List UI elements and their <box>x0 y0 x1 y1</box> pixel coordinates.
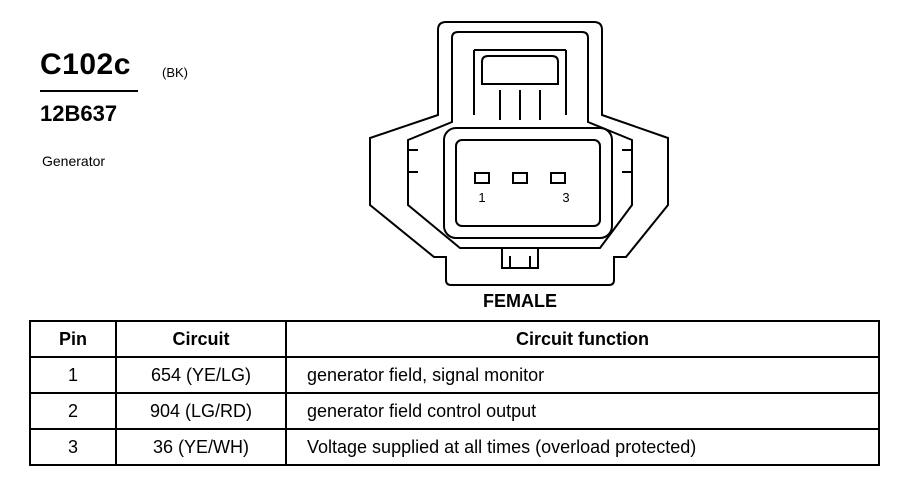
pin-1-terminal <box>474 172 490 184</box>
header-circuit-function: Circuit function <box>285 320 880 358</box>
circuit-code: 654 (YE/LG) <box>115 356 287 394</box>
header-pin: Pin <box>29 320 117 358</box>
terminal-cavity-inner <box>455 139 601 227</box>
circuit-function: Voltage supplied at all times (overload … <box>285 428 880 466</box>
component-name: Generator <box>42 153 106 169</box>
circuit-code: 36 (YE/WH) <box>115 428 287 466</box>
pin-3-terminal <box>550 172 566 184</box>
table-row: 3 36 (YE/WH) Voltage supplied at all tim… <box>29 428 880 466</box>
header-circuit: Circuit <box>115 320 287 358</box>
color-code: (BK) <box>162 65 188 80</box>
table-header-row: Pin Circuit Circuit function <box>29 320 880 358</box>
circuit-function: generator field, signal monitor <box>285 356 880 394</box>
gender-label: FEMALE <box>483 291 557 311</box>
pin-number: 3 <box>29 428 117 466</box>
connector-inner-outline <box>407 31 633 249</box>
circuit-function: generator field control output <box>285 392 880 430</box>
pin-number: 1 <box>29 356 117 394</box>
connector-housing-outline <box>369 21 669 286</box>
pin-number: 2 <box>29 392 117 430</box>
terminal-cavity-outer <box>443 127 613 239</box>
table-row: 1 654 (YE/LG) generator field, signal mo… <box>29 356 880 394</box>
locking-tab-inner <box>481 55 559 85</box>
circuit-code: 904 (LG/RD) <box>115 392 287 430</box>
side-ear-right <box>622 149 633 173</box>
pin-1-label: 1 <box>478 190 485 205</box>
table-row: 2 904 (LG/RD) generator field control ou… <box>29 392 880 430</box>
bottom-key-inner <box>509 256 531 268</box>
pin-3-label: 3 <box>562 190 569 205</box>
side-ear-left <box>407 149 418 173</box>
pin-2-terminal <box>512 172 528 184</box>
pin-table: Pin Circuit Circuit function 1 654 (YE/L… <box>29 320 880 466</box>
header-divider <box>40 90 138 92</box>
locking-tab-ridges <box>499 90 541 120</box>
bottom-key <box>501 248 539 269</box>
locking-tab <box>473 49 567 115</box>
part-number: 12B637 <box>40 101 118 126</box>
connector-id: C102c <box>40 48 131 81</box>
connector-face-diagram: 1 3 <box>369 21 669 286</box>
